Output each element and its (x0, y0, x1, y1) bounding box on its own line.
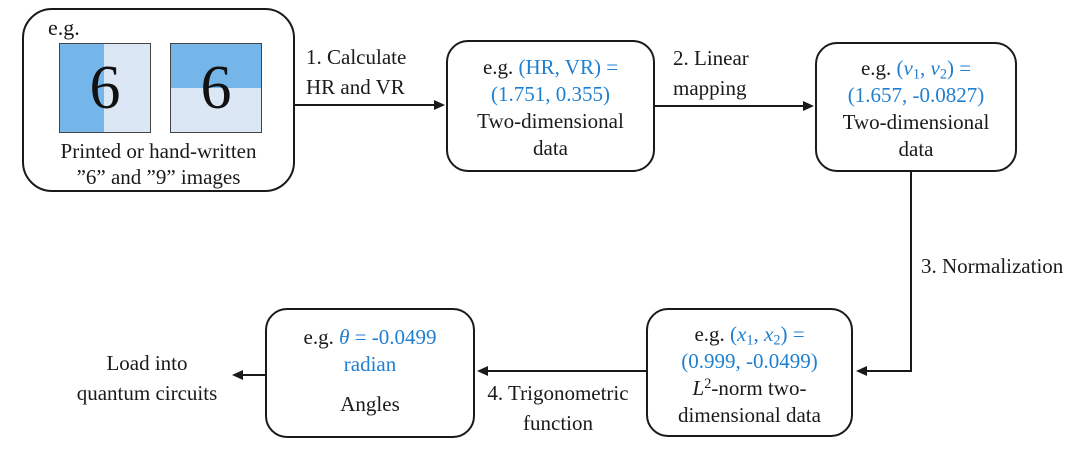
x-caption-line1-rest: -norm two- (711, 376, 807, 400)
v-pair: (v1, v2) = (896, 56, 972, 83)
hrvr-value-line1: e.g. (HR, VR) = (448, 54, 653, 81)
arrowhead-left-icon (477, 366, 488, 376)
paren-open: ( (896, 56, 904, 80)
hrvr-caption-line2: data (533, 136, 568, 160)
paren-close-eq: ) = (946, 56, 972, 80)
step1-label-line1: 1. Calculate (306, 45, 407, 69)
output-label-line2: quantum circuits (76, 381, 218, 405)
input-caption-line2: ”6” and ”9” images (76, 165, 241, 189)
var-x2: x (763, 322, 774, 346)
v-caption-line2: data (898, 137, 934, 161)
v-value-line2: (1.657, -0.0827) (847, 83, 985, 107)
x-caption-line1: L2-norm two- (648, 375, 851, 402)
step2-label-line1: 2. Linear (673, 46, 749, 70)
digit-six-printed: 6 (89, 54, 121, 122)
node-angles: e.g. θ = -0.0499 radian Angles (265, 308, 475, 438)
hrvr-caption-line1: Two-dimensional (477, 109, 624, 133)
x-pair: (x1, x2) = (730, 322, 805, 349)
var-v2: v (930, 56, 940, 80)
step4-label-line1: 4. Trigonometric (487, 381, 629, 405)
node-hrvr-data: e.g. (HR, VR) = (1.751, 0.355) Two-dimen… (446, 40, 655, 172)
eg-prefix: e.g. (303, 325, 340, 349)
comma-sep: , (919, 56, 931, 80)
arrow-output-line (243, 374, 265, 376)
step4-label-line2: function (523, 411, 593, 435)
l2-symbol: L (692, 376, 705, 400)
x-caption-line2: dimensional data (678, 403, 821, 427)
arrow-step1-line (295, 104, 434, 106)
arrowhead-left-icon (232, 370, 243, 380)
step3-label: 3. Normalization (921, 254, 1064, 278)
v-caption-line1: Two-dimensional (842, 110, 990, 134)
node-v-data: e.g. (v1, v2) = (1.657, -0.0827) Two-dim… (815, 42, 1017, 172)
sub-1: 1 (912, 66, 920, 83)
theta-value-line2: radian (343, 352, 397, 376)
input-caption-line1: Printed or hand-written (60, 139, 257, 163)
eg-label: e.g. (48, 15, 80, 40)
step2-label-line2: mapping (673, 76, 747, 100)
input-caption: Printed or hand-written ”6” and ”9” imag… (24, 138, 293, 190)
theta-value-line1: e.g. θ = -0.0499 (267, 324, 473, 351)
sup-2: 2 (704, 375, 712, 392)
step1-label-line2: HR and VR (306, 75, 405, 99)
hrvr-pair: (HR, VR) = (518, 55, 619, 79)
angles-caption: Angles (340, 392, 400, 416)
sub-2: 2 (939, 66, 947, 83)
paren-close-eq: ) = (780, 322, 805, 346)
sub-2: 2 (773, 332, 781, 349)
printed-digit-image: 6 (59, 43, 151, 133)
var-x1: x (737, 322, 747, 346)
hrvr-value-line2: (1.751, 0.355) (491, 82, 610, 106)
paren-open: ( (730, 322, 738, 346)
arrow-step4-line (488, 370, 646, 372)
node-input-images: e.g. 6 6 Printed or hand-written ”6” and… (22, 8, 295, 192)
eg-prefix: e.g. (860, 56, 897, 80)
output-label-line1: Load into (106, 351, 188, 375)
sub-1: 1 (746, 332, 754, 349)
eg-prefix: e.g. (482, 55, 519, 79)
node-x-data: e.g. (x1, x2) = (0.999, -0.0499) L2-norm… (646, 308, 853, 437)
v-value-line1: e.g. (v1, v2) = (817, 55, 1015, 82)
digit-six-handwritten: 6 (200, 54, 232, 122)
arrow-step3-vline (910, 172, 912, 372)
eg-prefix: e.g. (694, 322, 731, 346)
output-label: Load into quantum circuits (58, 348, 236, 408)
comma-sep: , (753, 322, 764, 346)
handwritten-digit-image: 6 (170, 43, 262, 133)
theta-value: θ = -0.0499 (339, 325, 436, 349)
arrow-step3-hline (867, 370, 912, 372)
step1-label: 1. Calculate HR and VR (306, 42, 406, 102)
step2-label: 2. Linear mapping (673, 43, 749, 103)
x-value-line2: (0.999, -0.0499) (681, 349, 818, 373)
arrowhead-left-icon (856, 366, 867, 376)
theta-symbol: θ (339, 325, 350, 349)
step4-label: 4. Trigonometric function (470, 378, 646, 438)
var-v1: v (903, 56, 913, 80)
x-value-line1: e.g. (x1, x2) = (648, 321, 851, 348)
theta-value-rest: = -0.0499 (349, 325, 437, 349)
arrow-step2-line (655, 105, 803, 107)
arrowhead-right-icon (803, 101, 814, 111)
arrowhead-right-icon (434, 100, 445, 110)
